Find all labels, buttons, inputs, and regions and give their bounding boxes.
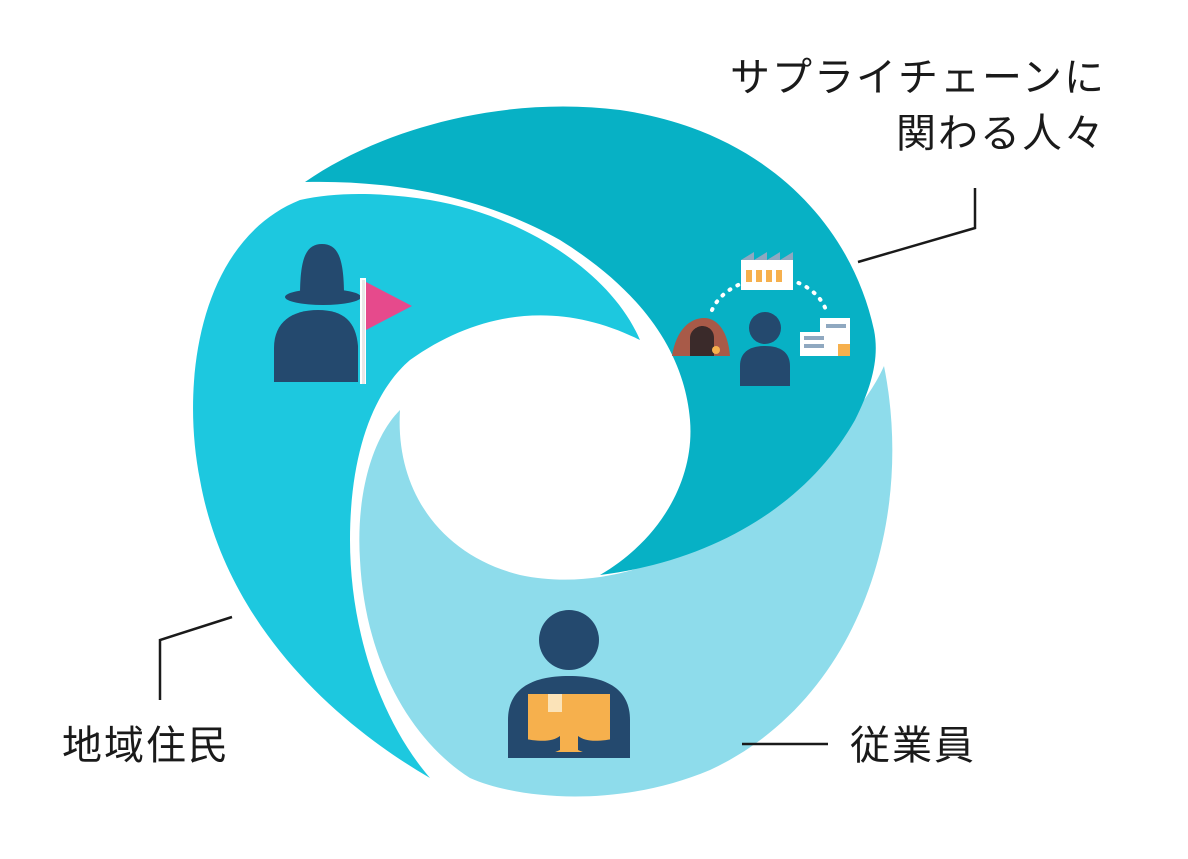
mine-icon (672, 318, 730, 356)
warehouse-icon (800, 318, 850, 356)
segment-employees (359, 366, 893, 797)
label-supply-chain-line-2: 関わる人々 (896, 111, 1106, 157)
label-supply-chain: サプライチェーンに 関わる人々 (730, 50, 1106, 162)
leader-line-supply-chain (857, 188, 977, 264)
factory-icon (741, 252, 793, 290)
supply-chain-worker-icon (672, 252, 850, 386)
label-employees: 従業員 (850, 723, 976, 769)
leader-line-community (158, 615, 233, 700)
segment-supply-chain (305, 106, 876, 576)
label-community: 地域住民 (62, 723, 230, 769)
employee-holding-box-icon (508, 610, 630, 758)
label-supply-chain-line-1: サプライチェーンに (730, 55, 1106, 101)
resident-with-flag-icon (274, 244, 412, 384)
